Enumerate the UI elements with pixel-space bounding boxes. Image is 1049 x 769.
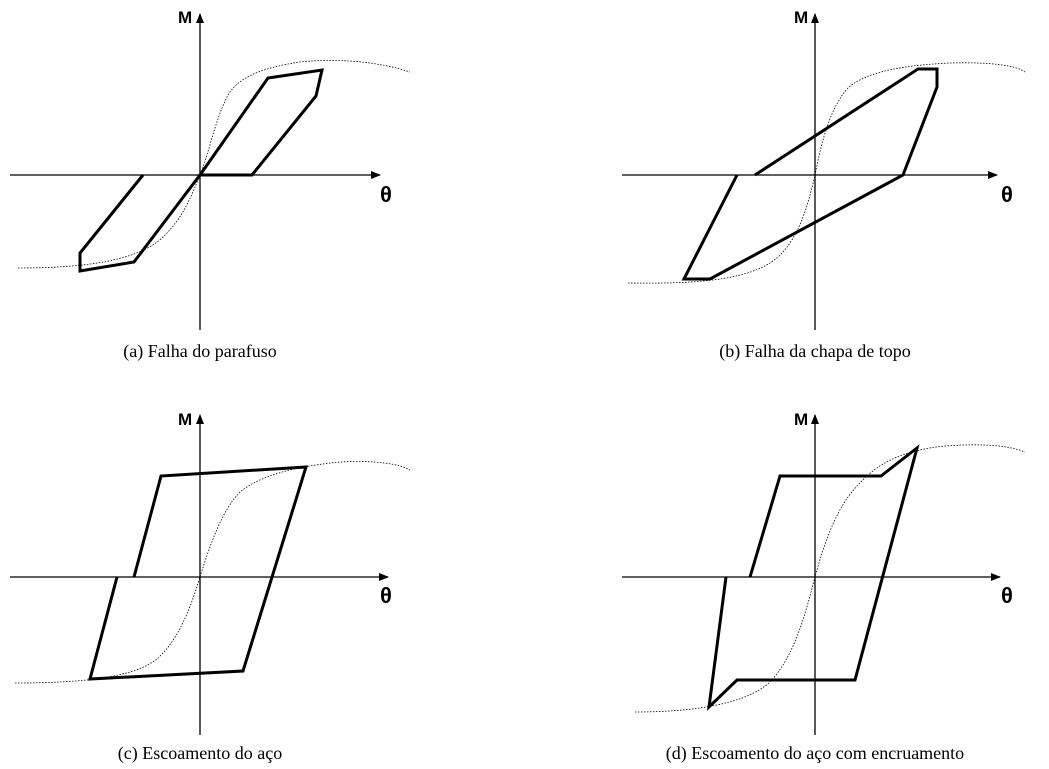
panel-b-caption: (b) Falha da chapa de topo: [719, 341, 910, 362]
panel-a-hysteresis-loop: [78, 68, 324, 273]
panel-a-caption: (a) Falha do parafuso: [123, 341, 276, 362]
panel-a-backbone-curve: [17, 60, 411, 269]
panel-d-hysteresis-loop: [706, 444, 920, 712]
panel-d: M θ (d) Escoamento do aço com encruament…: [622, 410, 1026, 764]
panel-c-backbone-curve: [14, 461, 411, 684]
panel-b-x-axis-label: θ: [1001, 182, 1013, 207]
panel-c-x-axis-label: θ: [380, 583, 392, 608]
panel-b: M θ (b) Falha da chapa de topo: [622, 8, 1026, 362]
panel-b-hysteresis-loop: [681, 67, 939, 281]
panel-c-y-axis-label: M: [178, 410, 192, 429]
panel-a-y-axis-label: M: [178, 8, 192, 27]
panel-c: M θ (c) Escoamento do aço: [10, 410, 411, 764]
panel-b-backbone-curve: [627, 62, 1026, 284]
panel-d-x-axis-label: θ: [1001, 583, 1013, 608]
panel-d-caption: (d) Escoamento do aço com encruamento: [666, 743, 964, 764]
panel-d-y-axis-label: M: [794, 410, 808, 429]
panel-a-x-axis-label: θ: [380, 182, 392, 207]
panel-c-hysteresis-loop: [88, 465, 309, 681]
panel-b-y-axis-label: M: [794, 8, 808, 27]
panel-c-caption: (c) Escoamento do aço: [118, 743, 282, 764]
panel-a: M θ (a) Falha do parafuso: [10, 8, 411, 362]
panel-d-backbone-curve: [634, 444, 1026, 713]
